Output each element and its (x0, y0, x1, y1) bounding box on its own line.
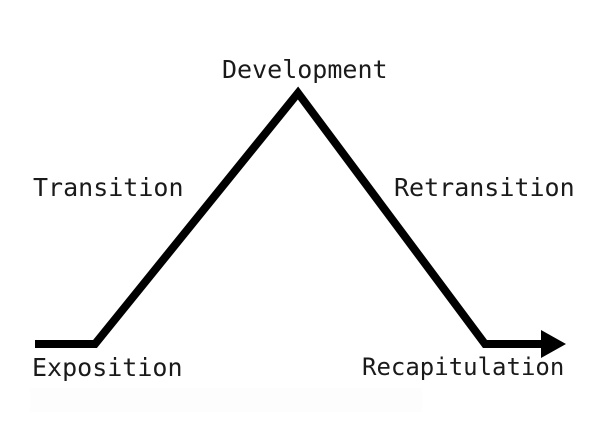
label-development: Development (222, 55, 388, 84)
label-transition: Transition (33, 173, 184, 202)
label-retransition: Retransition (394, 173, 575, 202)
arch-polyline (35, 86, 543, 348)
label-recapitulation: Recapitulation (362, 353, 565, 381)
label-exposition: Exposition (32, 353, 183, 382)
arrow-head-icon (541, 330, 566, 358)
